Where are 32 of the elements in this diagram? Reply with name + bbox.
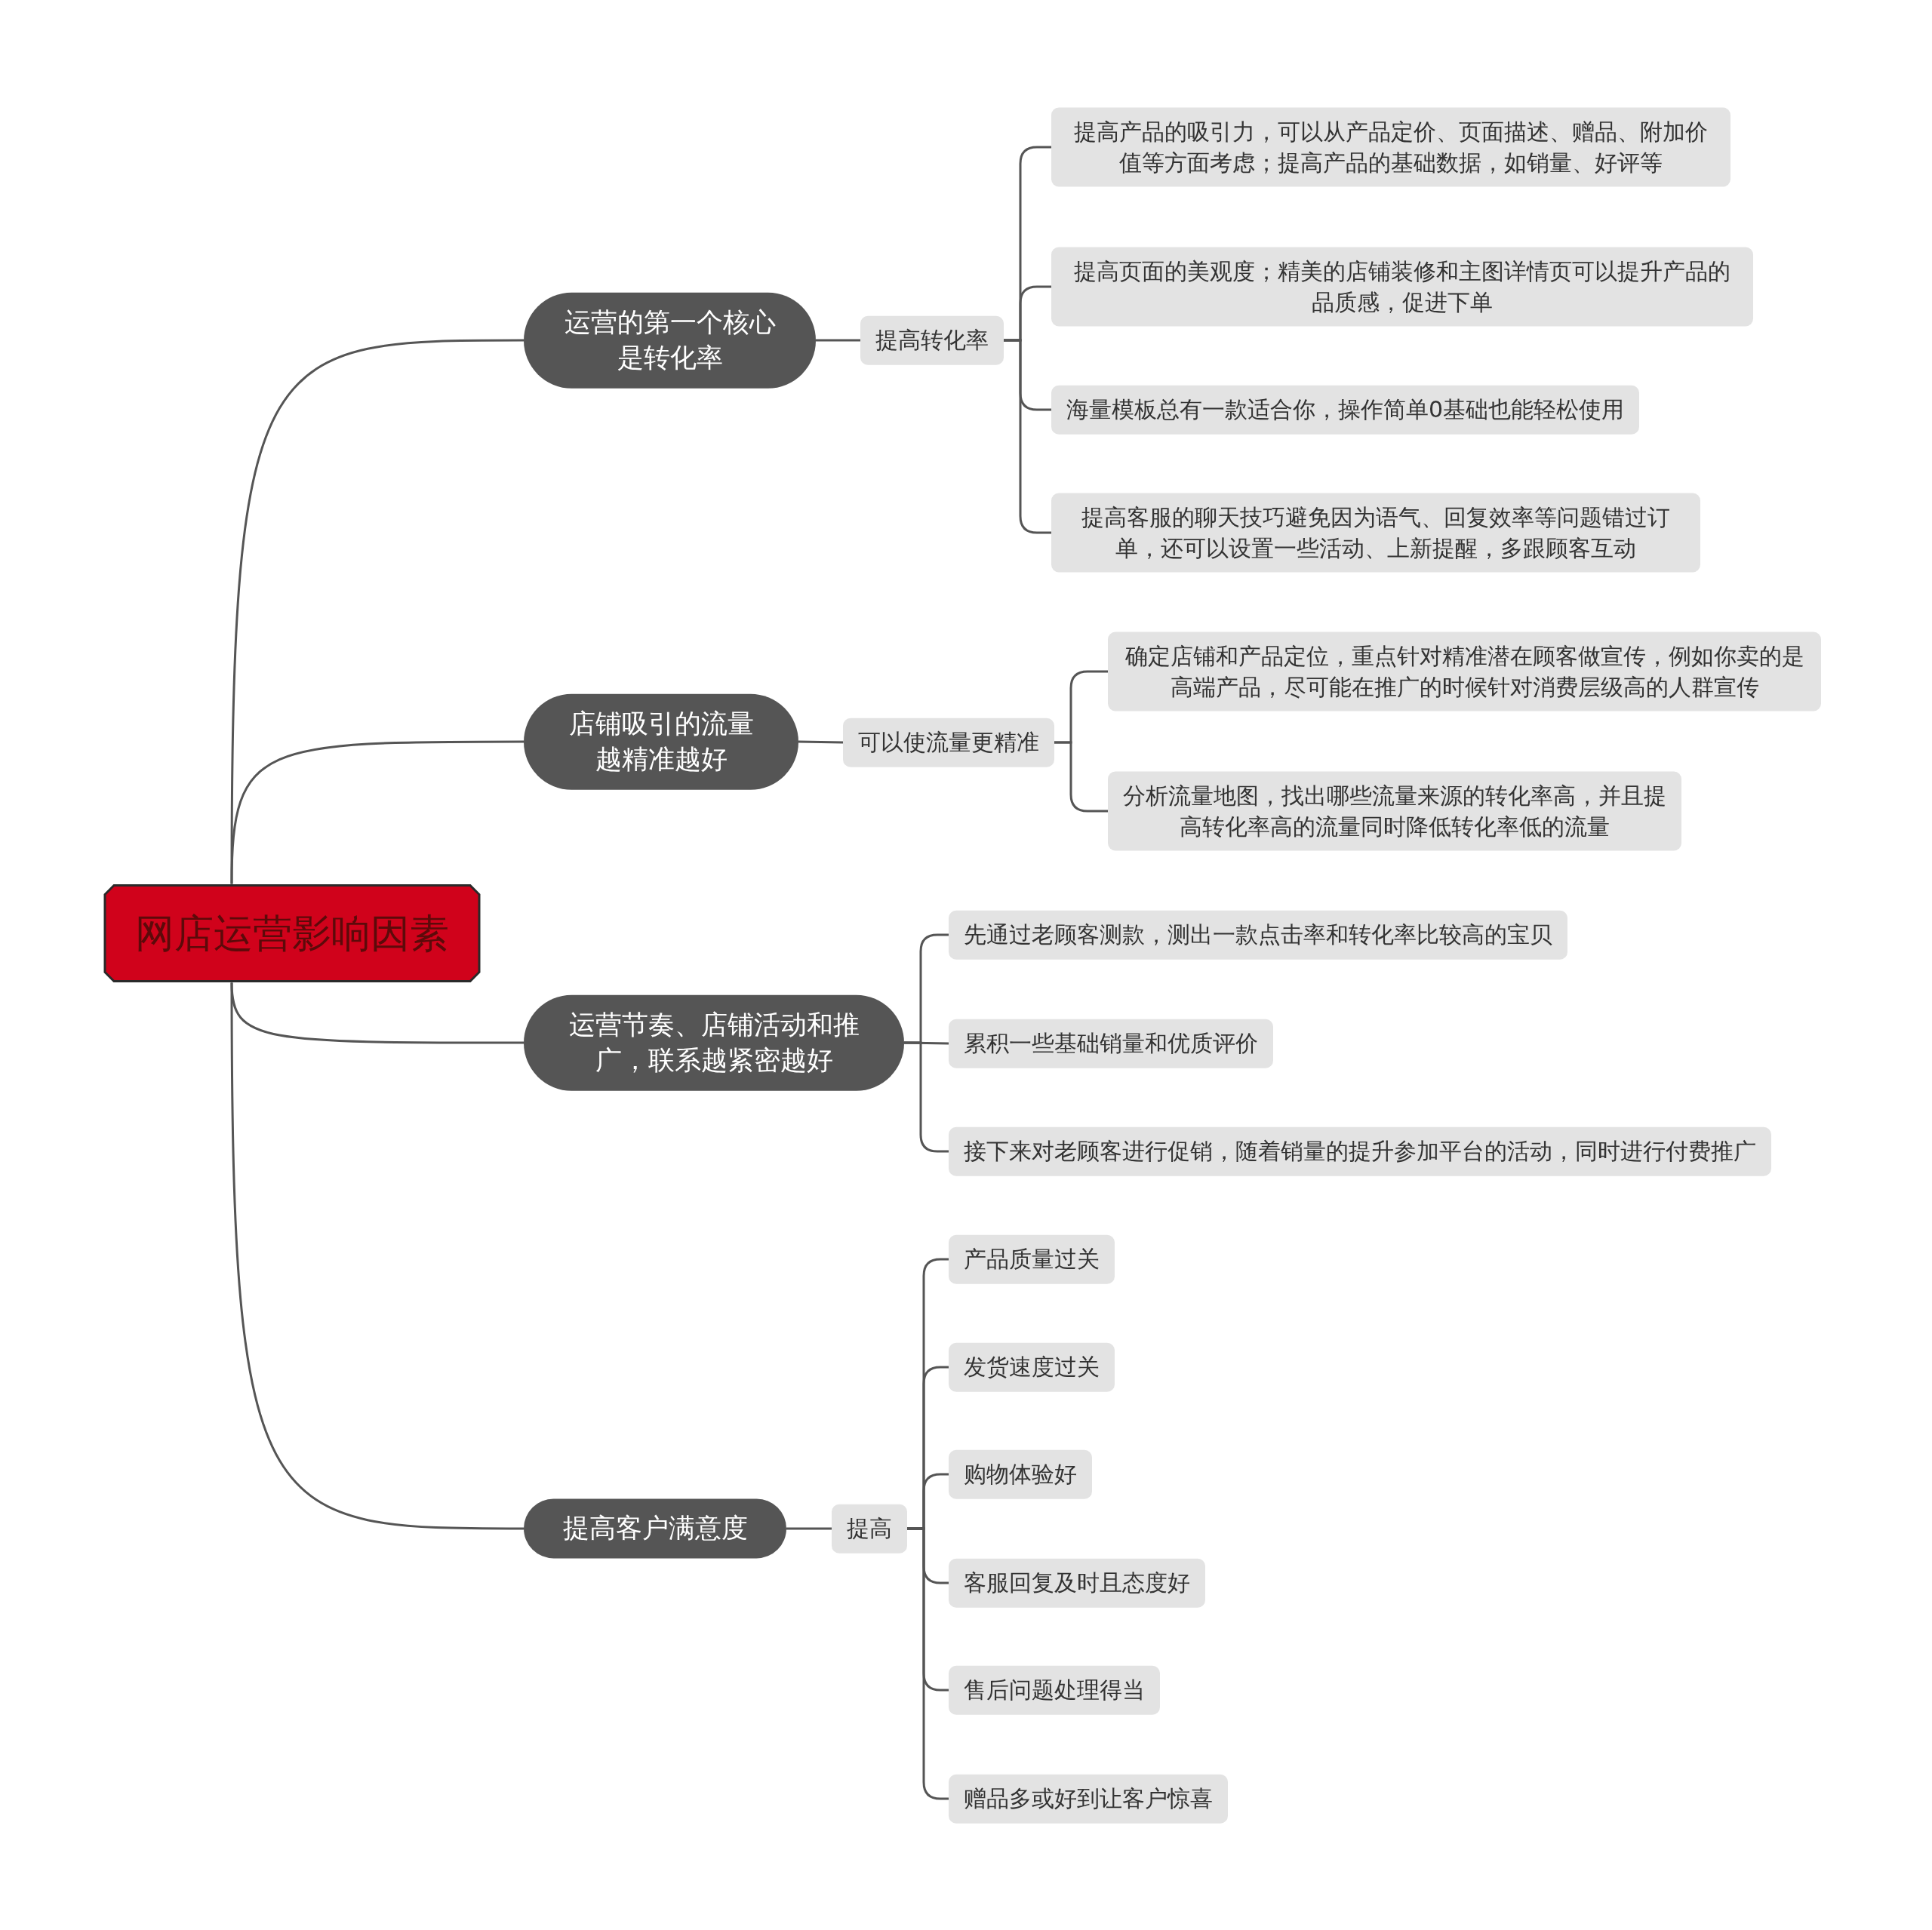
connector-line bbox=[1054, 741, 1108, 813]
connector-line bbox=[786, 1527, 832, 1530]
topic-pill: 运营节奏、店铺活动和推广，联系越紧密越好 bbox=[524, 994, 904, 1091]
subtopic-label: 售后问题处理得当 bbox=[949, 1665, 1160, 1715]
subtopic-label: 海量模板总有一款适合你，操作简单0基础也能轻松使用 bbox=[1051, 385, 1640, 435]
subtopic-label: 分析流量地图，找出哪些流量来源的转化率高，并且提高转化率高的流量同时降低转化率低的流量 bbox=[1108, 771, 1681, 851]
subtopic-label: 接下来对老顾客进行促销，随着销量的提升参加平台的活动，同时进行付费推广 bbox=[949, 1126, 1771, 1176]
subtopic-label: 提高页面的美观度；精美的店铺装修和主图详情页可以提升产品的品质感，促进下单 bbox=[1051, 247, 1753, 327]
connector-line bbox=[230, 982, 524, 1530]
subtopic-label: 客服回复及时且态度好 bbox=[949, 1558, 1205, 1608]
subtopic-label: 确定店铺和产品定位，重点针对精准潜在顾客做宣传，例如你卖的是高端产品，尽可能在推广的时候针对消费层级高的人群宣传 bbox=[1108, 632, 1821, 711]
topic-pill: 店铺吸引的流量越精准越好 bbox=[524, 693, 798, 790]
topic-pill: 提高客户满意度 bbox=[524, 1498, 786, 1559]
subtopic-label: 提高 bbox=[832, 1504, 907, 1554]
subtopic-label: 累积一些基础销量和优质评价 bbox=[949, 1019, 1273, 1068]
subtopic-label: 产品质量过关 bbox=[949, 1234, 1115, 1284]
topic-pill: 运营的第一个核心是转化率 bbox=[524, 292, 816, 389]
subtopic-label: 提高产品的吸引力，可以从产品定价、页面描述、赠品、附加价值等方面考虑；提高产品的基础数据，如销量、好评等 bbox=[1051, 107, 1730, 187]
subtopic-label: 可以使流量更精准 bbox=[843, 718, 1054, 767]
connector-line bbox=[230, 740, 524, 884]
connector-line bbox=[904, 1041, 949, 1153]
connector-line bbox=[230, 339, 524, 884]
subtopic-label: 提高转化率 bbox=[860, 315, 1004, 365]
connector-line bbox=[816, 339, 860, 342]
connector-line bbox=[1004, 339, 1051, 534]
subtopic-label: 提高客服的聊天技巧避免因为语气、回复效率等问题错过订单，还可以设置一些活动、上新提醒，多跟顾客互动 bbox=[1051, 493, 1700, 573]
subtopic-label: 发货速度过关 bbox=[949, 1342, 1115, 1392]
subtopic-label: 购物体验好 bbox=[949, 1449, 1092, 1499]
connector-line bbox=[798, 740, 844, 744]
subtopic-label: 先通过老顾客测款，测出一款点击率和转化率比较高的宝贝 bbox=[949, 910, 1567, 960]
root-topic-text: 网店运营影响因素 bbox=[135, 909, 449, 957]
subtopic-label: 赠品多或好到让客户惊喜 bbox=[949, 1774, 1228, 1824]
